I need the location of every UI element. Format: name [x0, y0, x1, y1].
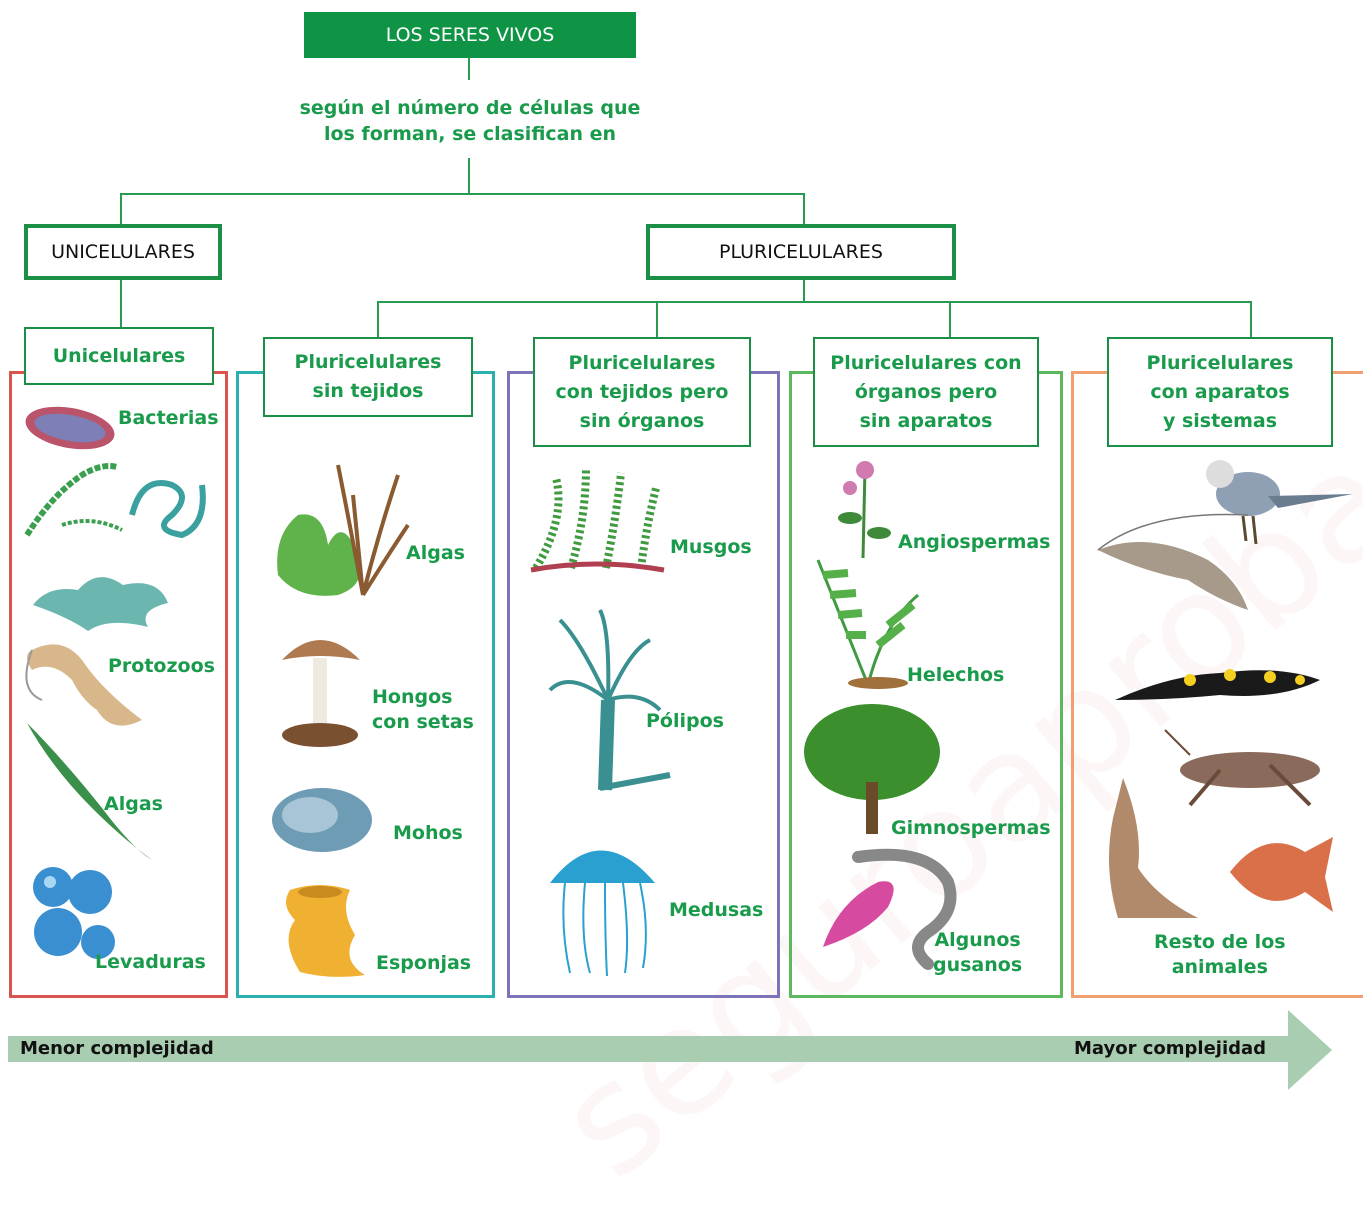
angiosperm-illustration — [838, 461, 891, 559]
label-angiospermas: Angiospermas — [898, 531, 1051, 553]
label-algas-unicelulares: Algas — [104, 793, 163, 815]
grasshopper-illustration — [1164, 729, 1320, 807]
label-gimnospermas: Gimnospermas — [891, 817, 1051, 839]
mayor-complejidad-label: Mayor complejidad — [1074, 1038, 1267, 1059]
jellyfish-illustration — [550, 850, 655, 977]
connector — [120, 278, 122, 328]
tree-illustration — [804, 704, 940, 834]
connector — [377, 301, 379, 337]
shrimp-illustration — [1097, 513, 1249, 610]
label-bacterias: Bacterias — [118, 407, 219, 429]
root-subtitle: según el número de células que los forma… — [260, 95, 680, 147]
diatom-illustration — [27, 723, 152, 860]
group-label: y sistemas — [1162, 409, 1278, 432]
group-label: Unicelulares — [52, 344, 186, 367]
complexity-arrow-head — [1288, 1010, 1332, 1090]
algae-illustration — [277, 464, 410, 597]
connector — [120, 193, 122, 225]
group-header-organos: Pluricelulares con órganos pero sin apar… — [813, 337, 1039, 447]
group-label: sin órganos — [579, 409, 705, 432]
label-resto-line2: animales — [1171, 956, 1268, 978]
mold-illustration — [272, 788, 372, 852]
label-gusanos-line1: Algunos — [934, 929, 1021, 951]
salamander-illustration — [1115, 669, 1320, 700]
connector — [656, 301, 658, 337]
group-label: con tejidos pero — [555, 380, 729, 403]
polyp-illustration — [548, 609, 671, 791]
label-esponjas: Esponjas — [376, 952, 472, 974]
label-gusanos-line2: gusanos — [933, 954, 1023, 976]
group-header-unicelulares: Unicelulares — [24, 327, 214, 385]
label-polipos: Pólipos — [646, 710, 724, 732]
mushroom-illustration — [282, 640, 360, 747]
unicelulares-box: UNICELULARES — [24, 224, 222, 280]
connector — [803, 193, 805, 225]
group-label: sin aparatos — [859, 409, 993, 432]
connector — [120, 193, 804, 195]
connector — [949, 301, 951, 337]
group-label: Pluricelulares — [294, 351, 442, 373]
group-label: Pluricelulares con — [830, 351, 1022, 374]
label-hongos-line1: Hongos — [372, 686, 453, 708]
connector — [377, 301, 1252, 303]
connector — [1250, 301, 1252, 337]
yeast-illustration — [33, 867, 115, 959]
group-label: sin tejidos — [312, 380, 424, 402]
label-gusanos: Algunos gusanos — [933, 928, 1022, 978]
bacteria-filaments-illustration — [24, 463, 206, 539]
subtitle-line-2: los forman, se clasifican en — [323, 123, 617, 145]
group-label: con aparatos — [1150, 380, 1290, 403]
subtitle-line-1: según el número de células que — [299, 97, 641, 119]
pluricelulares-box: PLURICELULARES — [646, 224, 956, 280]
group-header-tejidos: Pluricelulares con tejidos pero sin órga… — [533, 337, 751, 447]
bacteria-illustration — [25, 406, 115, 450]
label-hongos-line2: con setas — [372, 711, 474, 733]
kangaroo-illustration — [1109, 778, 1198, 918]
group-header-sin-tejidos: Pluricelulares sin tejidos — [263, 337, 473, 417]
protozoo-illustration — [25, 644, 142, 726]
group-label: Pluricelulares — [1146, 351, 1294, 374]
label-mohos: Mohos — [393, 822, 463, 844]
label-resto-line1: Resto de los — [1154, 931, 1286, 953]
label-algas: Algas — [406, 542, 465, 564]
connector — [468, 58, 470, 80]
group-header-aparatos: Pluricelulares con aparatos y sistemas — [1107, 337, 1333, 447]
group-label: órganos pero — [854, 380, 998, 403]
fern-illustration — [816, 559, 919, 689]
fish-illustration — [1230, 837, 1333, 912]
moss-illustration — [530, 467, 665, 573]
root-title: LOS SERES VIVOS — [304, 12, 636, 58]
label-medusas: Medusas — [669, 899, 764, 921]
complexity-arrow-bar — [8, 1036, 1298, 1062]
label-helechos: Helechos — [907, 664, 1005, 686]
label-hongos: Hongos con setas — [372, 685, 474, 735]
amoeba-illustration — [33, 577, 168, 631]
label-musgos: Musgos — [670, 536, 752, 558]
group-label: Pluricelulares — [568, 351, 716, 374]
menor-complejidad-label: Menor complejidad — [20, 1038, 214, 1059]
connector — [803, 278, 805, 302]
label-levaduras: Levaduras — [95, 951, 206, 973]
label-resto-animales: Resto de los animales — [1154, 930, 1286, 980]
worms-illustration — [823, 848, 957, 970]
bird-illustration — [1206, 460, 1353, 545]
sponge-illustration — [286, 885, 365, 977]
connector — [468, 158, 470, 194]
label-protozoos: Protozoos — [108, 655, 215, 677]
